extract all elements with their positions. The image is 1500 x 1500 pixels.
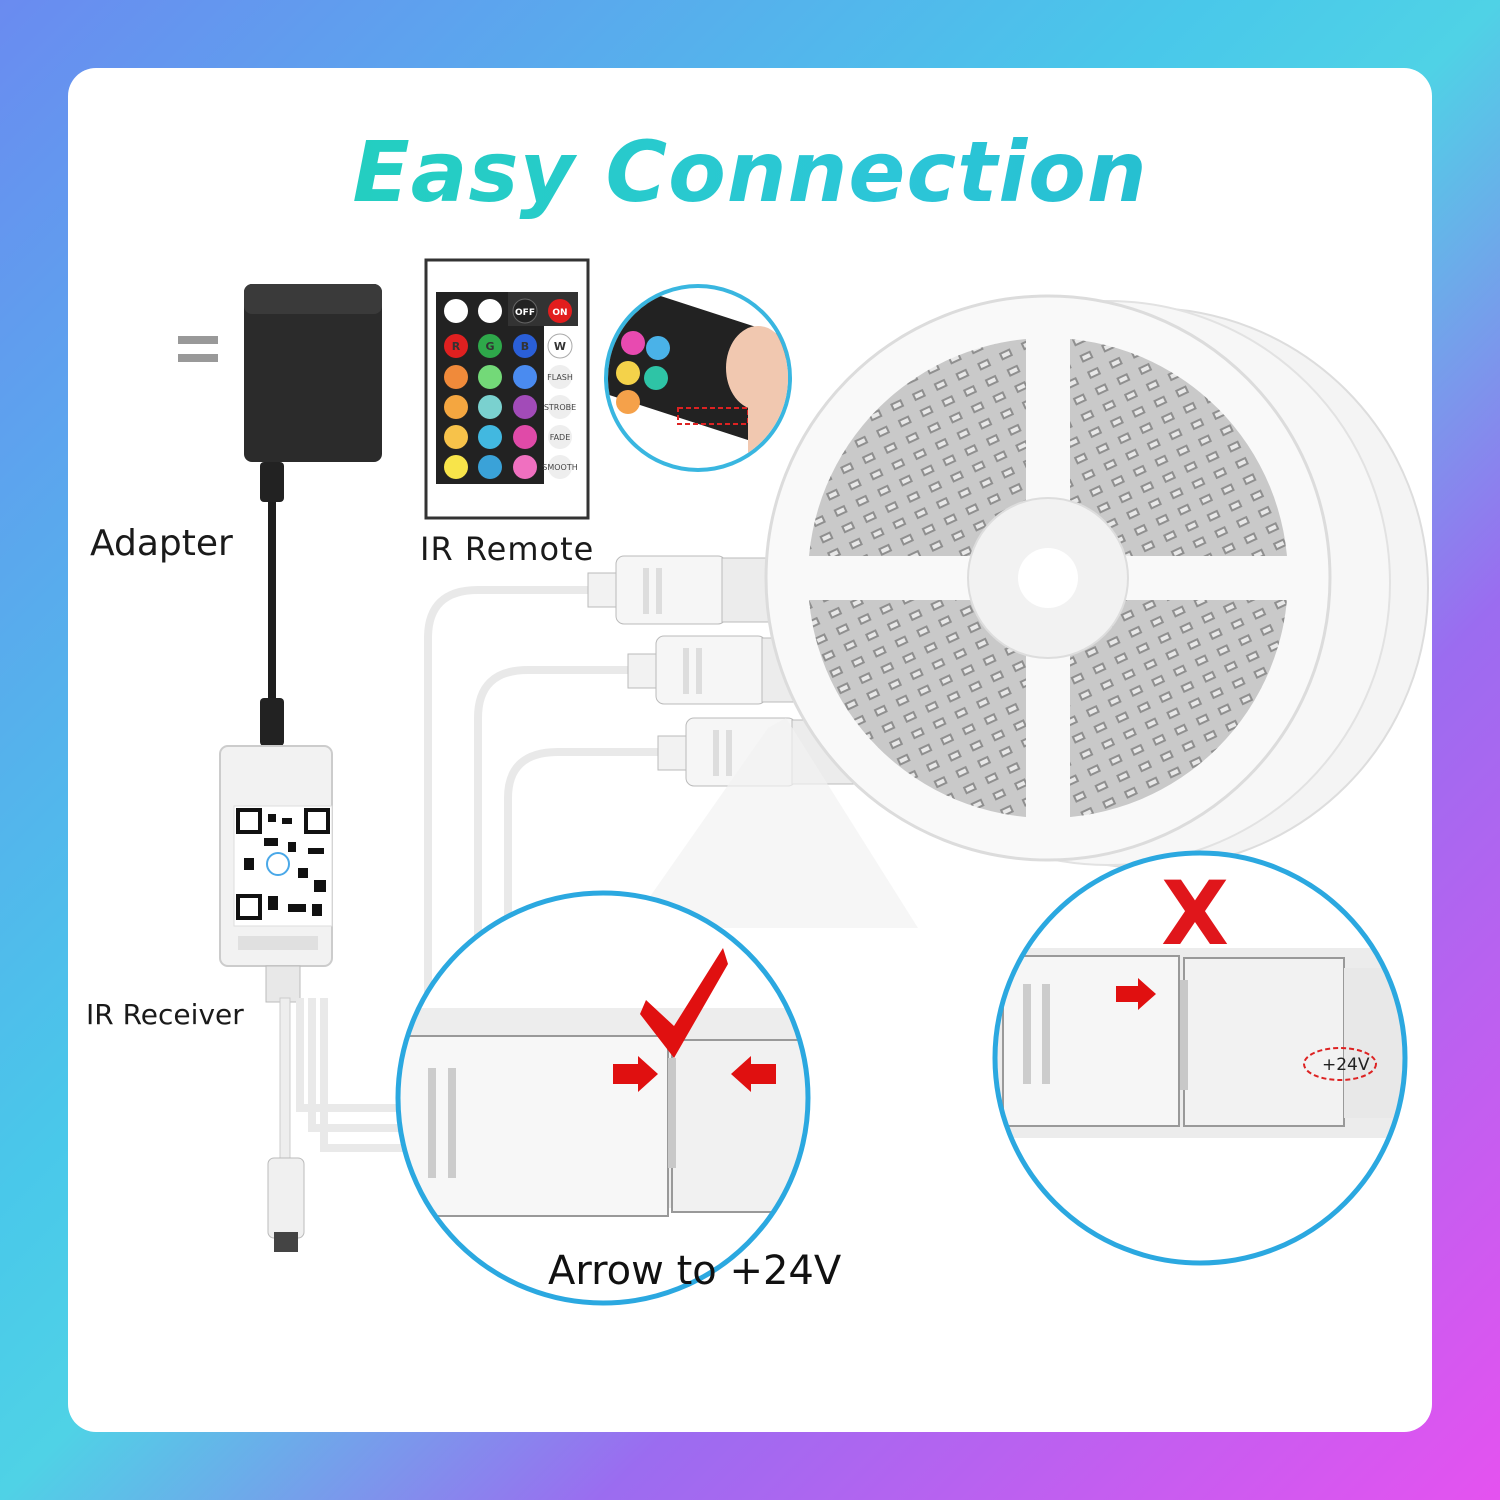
remote-r-label: R — [452, 340, 461, 353]
remote-w-label: W — [554, 340, 566, 353]
ir-receiver-label: IR Receiver — [86, 998, 244, 1031]
remote-strobe-label: STROBE — [544, 403, 576, 412]
correct-connection-callout: +24V — [395, 890, 886, 1306]
remote-b-label: B — [521, 340, 529, 353]
remote-flash-label: FLASH — [547, 373, 573, 382]
checkmark-icon — [640, 948, 728, 1058]
adapter-label: Adapter — [90, 523, 233, 564]
wrong-x-icon: X — [1161, 862, 1229, 965]
led-strip-reels-icon — [764, 294, 1429, 869]
ir-remote-label: IR Remote — [420, 530, 595, 568]
connection-illustration: OFF ON R G B W FLASH STROBE FADE SMOOTH — [178, 258, 1429, 1306]
remote-smooth-label: SMOOTH — [542, 463, 577, 472]
product-card: Easy Connection — [68, 68, 1432, 1432]
remote-on-label: ON — [552, 308, 567, 318]
remote-fade-label: FADE — [550, 433, 571, 442]
page-title: Easy Connection — [68, 123, 1432, 221]
remote-off-label: OFF — [515, 308, 535, 318]
ir-remote-icon: OFF ON R G B W FLASH STROBE FADE SMOOTH — [424, 258, 590, 520]
remote-g-label: G — [485, 340, 494, 353]
voltage-mark-left: +24V — [838, 1061, 886, 1081]
wrong-connection-callout: +24V X — [992, 850, 1408, 1266]
adapter-icon — [178, 284, 382, 746]
battery-tab-inset — [604, 284, 792, 472]
correct-connection-caption: Arrow to +24V — [548, 1248, 842, 1294]
ir-receiver-icon — [219, 745, 333, 1252]
zoom-cone — [628, 718, 918, 928]
voltage-mark-right: +24V — [1322, 1055, 1370, 1075]
